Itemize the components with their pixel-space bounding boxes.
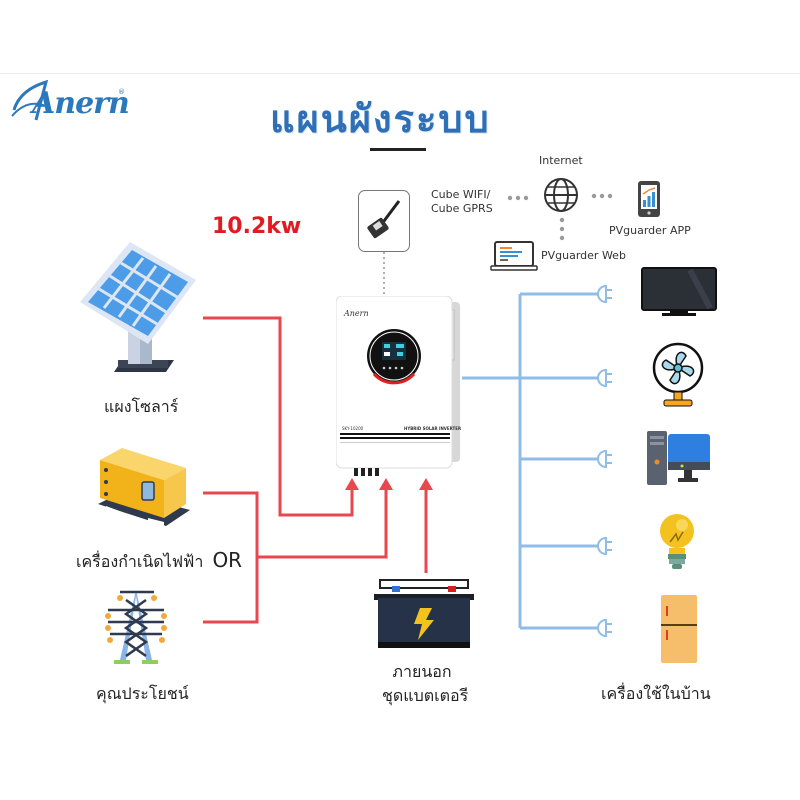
fan-icon <box>652 342 704 407</box>
plug-icon <box>597 618 612 638</box>
tv-icon <box>641 267 717 316</box>
solar-line <box>203 316 354 517</box>
grid-label: คุณประโยชน์ <box>96 684 189 703</box>
generator-label: เครื่องกำเนิดไฟฟ้า OR <box>76 548 242 575</box>
power-rating: 10.2kw <box>212 214 302 239</box>
brand-name: Anern <box>32 86 130 121</box>
plug-icon <box>597 284 612 304</box>
top-divider <box>0 73 800 74</box>
battery-label-line2: ชุดแบตเตอรี <box>382 686 469 705</box>
generator-icon <box>98 448 190 526</box>
battery <box>370 578 478 650</box>
laptop-icon <box>490 241 538 271</box>
dots-wifi-internet <box>507 195 529 201</box>
hybrid-inverter: Anern SKY-10200 HYBRID SOLAR INVERTER <box>335 295 462 476</box>
inverter-icon: Anern SKY-10200 HYBRID SOLAR INVERTER <box>335 295 461 476</box>
battery-label-line1: ภายนอก <box>392 662 452 681</box>
inverter-model: SKY-10200 <box>342 426 364 431</box>
web-label: PVguarder Web <box>541 249 626 262</box>
battery-label: ภายนอก ชุดแบตเตอรี <box>382 660 469 708</box>
registered-mark: ® <box>118 88 125 96</box>
solar-arrow <box>345 478 359 490</box>
source-branch-line <box>257 488 388 559</box>
source-generator <box>94 440 190 530</box>
dots-internet-app <box>591 193 613 199</box>
dots-internet-web <box>559 217 565 241</box>
plug-icon <box>597 449 612 469</box>
smartphone-chart-icon <box>638 181 660 217</box>
wifi-module <box>358 190 410 252</box>
internet-label: Internet <box>539 154 583 167</box>
globe-icon <box>544 178 578 212</box>
title-underline <box>370 148 426 151</box>
refrigerator-icon <box>661 595 697 663</box>
module-label: Cube WIFI/ Cube GPRS <box>431 188 493 216</box>
page-title: แผนผังระบบ <box>270 97 491 141</box>
plug-icon <box>597 536 612 556</box>
battery-icon <box>374 579 474 648</box>
source-solar <box>78 240 198 380</box>
inverter-type: HYBRID SOLAR INVERTER <box>404 426 461 431</box>
app-label: PVguarder APP <box>609 224 691 237</box>
solar-label: แผงโซลาร์ <box>104 397 179 416</box>
logo-swoosh-icon <box>11 80 49 121</box>
power-tower-icon <box>105 590 167 664</box>
brand-logo: Anern ® <box>10 80 130 128</box>
computer-icon <box>647 431 710 485</box>
source-grid <box>100 586 172 666</box>
or-label: OR <box>212 548 243 572</box>
wifi-dongle-icon <box>367 200 401 239</box>
solar-panel-icon <box>80 242 196 372</box>
loads-label: เครื่องใช้ในบ้าน <box>601 684 711 703</box>
module-label-line1: Cube WIFI/ <box>431 188 491 201</box>
module-label-line2: Cube GPRS <box>431 202 493 215</box>
svg-text:Anern: Anern <box>343 309 369 318</box>
grid-arrow <box>379 478 393 490</box>
battery-arrow <box>419 478 433 490</box>
light-bulb-icon <box>660 514 694 569</box>
generator-label-text: เครื่องกำเนิดไฟฟ้า <box>76 552 204 571</box>
plug-icon <box>597 368 612 388</box>
